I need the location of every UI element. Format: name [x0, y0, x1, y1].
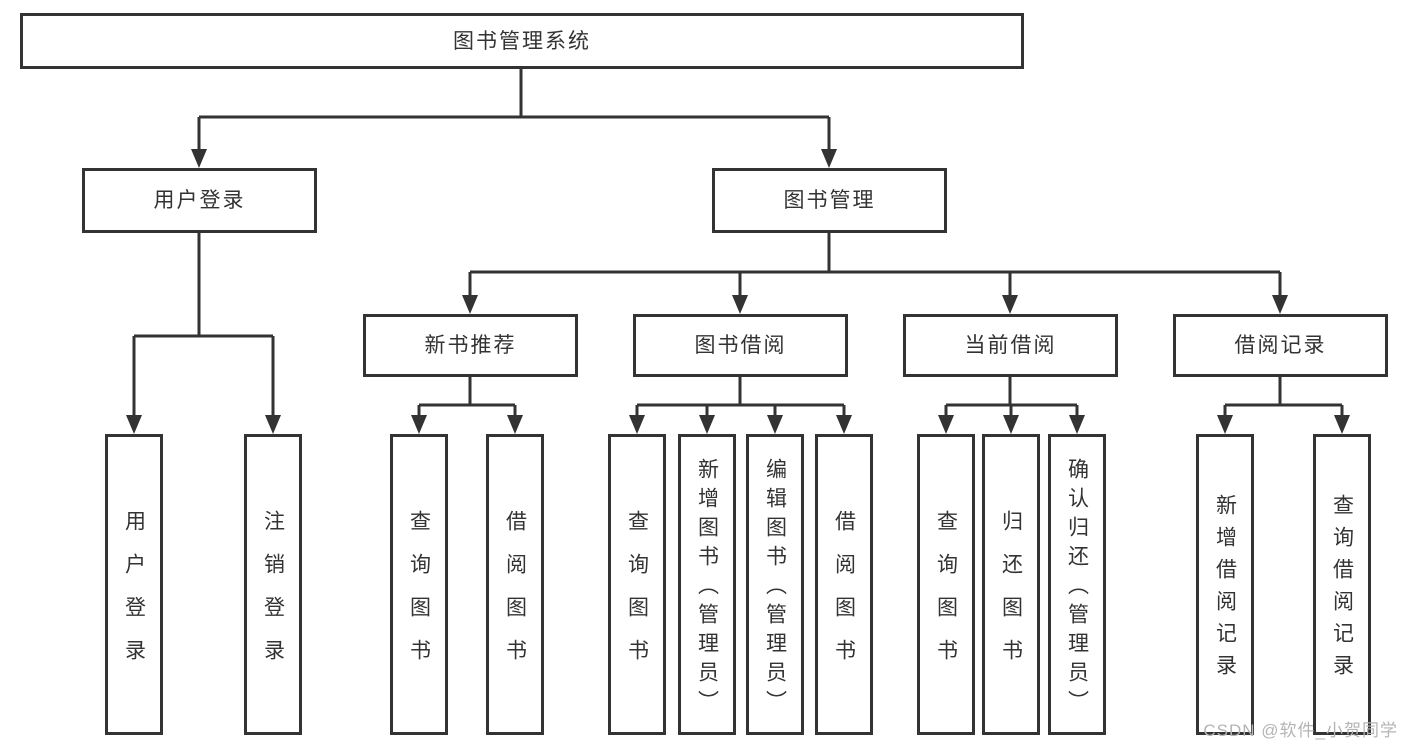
- leaf-label: 查询图书: [934, 509, 958, 682]
- leaf-query-books-recommend: 查询图书: [390, 434, 448, 735]
- leaf-confirm-return-admin: 确认归还（管理员）: [1048, 434, 1106, 735]
- leaf-return-book: 归还图书: [982, 434, 1040, 735]
- leaf-add-book-admin: 新增图书（管理员）: [678, 434, 736, 735]
- leaf-logout: 注销登录: [244, 434, 302, 735]
- watermark-text: CSDN @软件_小贺同学: [1203, 721, 1398, 740]
- node-label: 新书推荐: [424, 334, 517, 357]
- leaf-borrow-books: 借阅图书: [815, 434, 873, 735]
- leaf-label: 新增图书（管理员）: [695, 458, 719, 719]
- leaf-borrow-books-recommend: 借阅图书: [486, 434, 544, 735]
- node-new-book-recommend: 新书推荐: [363, 314, 578, 377]
- leaf-label: 确认归还（管理员）: [1065, 458, 1089, 719]
- node-user-login: 用户登录: [82, 168, 317, 233]
- leaf-query-books-current: 查询图书: [917, 434, 975, 735]
- leaf-user-login: 用户登录: [105, 434, 163, 735]
- node-book-borrowing: 图书借阅: [633, 314, 848, 377]
- node-borrowing-records: 借阅记录: [1173, 314, 1388, 377]
- leaf-label: 用户登录: [122, 509, 146, 682]
- leaf-label: 注销登录: [261, 509, 285, 682]
- node-label: 图书管理: [783, 189, 876, 212]
- leaf-label: 归还图书: [999, 509, 1023, 682]
- node-current-borrowing: 当前借阅: [903, 314, 1118, 377]
- leaf-label: 查询图书: [625, 509, 649, 682]
- leaf-label: 查询图书: [407, 509, 431, 682]
- node-label: 图书管理系统: [453, 29, 591, 53]
- leaf-query-borrow-record: 查询借阅记录: [1313, 434, 1371, 735]
- node-library-management-system: 图书管理系统: [20, 13, 1024, 69]
- leaf-add-borrow-record: 新增借阅记录: [1196, 434, 1254, 735]
- node-label: 图书借阅: [694, 334, 787, 357]
- leaf-label: 借阅图书: [832, 509, 856, 682]
- leaf-edit-book-admin: 编辑图书（管理员）: [746, 434, 804, 735]
- leaf-query-books-borrowing: 查询图书: [608, 434, 666, 735]
- node-label: 借阅记录: [1234, 334, 1327, 357]
- node-book-management: 图书管理: [712, 168, 947, 233]
- leaf-label: 新增借阅记录: [1213, 494, 1237, 686]
- leaf-label: 查询借阅记录: [1330, 494, 1354, 686]
- leaf-label: 编辑图书（管理员）: [763, 458, 787, 719]
- leaf-label: 借阅图书: [503, 509, 527, 682]
- node-label: 当前借阅: [964, 334, 1057, 357]
- node-label: 用户登录: [153, 189, 246, 212]
